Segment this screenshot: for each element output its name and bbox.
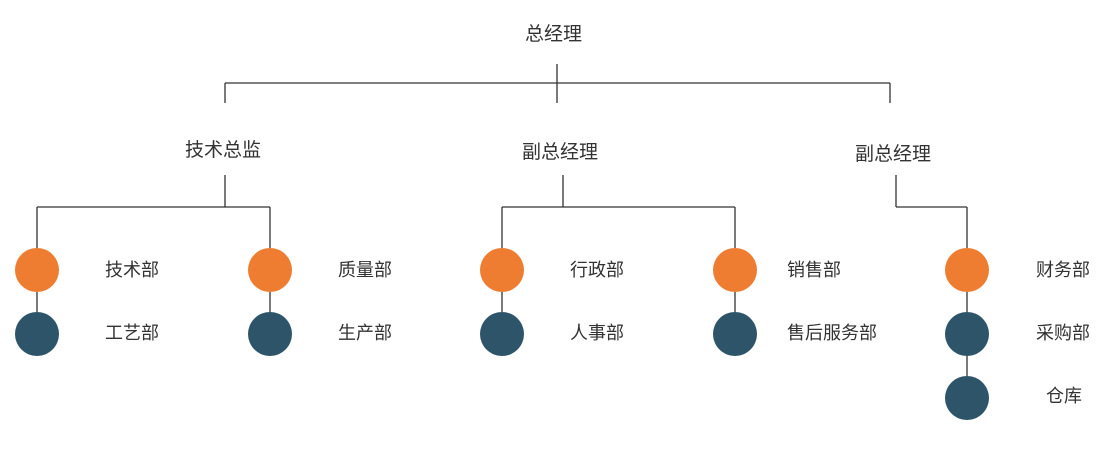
root-title: 总经理 (525, 23, 583, 45)
department-label: 人事部 (570, 323, 624, 344)
department-node (945, 248, 989, 292)
manager-label: 副总经理 (522, 141, 599, 163)
department-label: 生产部 (338, 323, 392, 344)
department-label: 行政部 (570, 260, 624, 281)
department-node (480, 248, 524, 292)
department-node (15, 312, 59, 356)
department-node (248, 312, 292, 356)
department-label: 销售部 (787, 260, 841, 281)
department-node (713, 248, 757, 292)
department-label: 质量部 (338, 260, 392, 281)
department-node (945, 376, 989, 420)
department-label: 售后服务部 (787, 323, 877, 344)
department-node (945, 312, 989, 356)
department-node (15, 248, 59, 292)
department-node (248, 248, 292, 292)
department-node (713, 312, 757, 356)
manager-label: 技术总监 (185, 139, 262, 161)
department-label: 财务部 (1036, 260, 1090, 281)
department-label: 工艺部 (105, 323, 159, 344)
department-label: 技术部 (105, 260, 159, 281)
department-label: 采购部 (1036, 323, 1090, 344)
manager-label: 副总经理 (855, 143, 932, 165)
department-node (480, 312, 524, 356)
department-label: 仓库 (1046, 386, 1082, 407)
